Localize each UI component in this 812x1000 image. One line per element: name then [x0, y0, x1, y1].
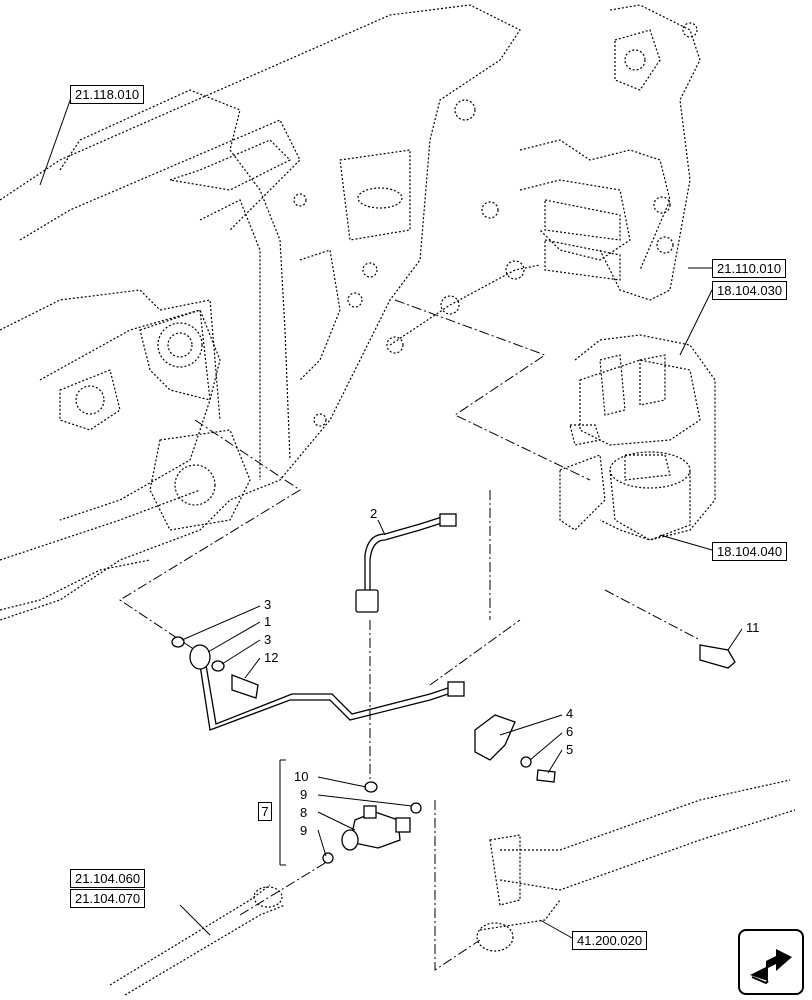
callout-9-bottom: 9	[300, 823, 308, 838]
banjo-bolt-12	[231, 674, 259, 699]
callout-12: 12	[264, 650, 279, 665]
ref-18-104-030[interactable]: 18.104.030	[712, 281, 788, 300]
bolt-11	[699, 644, 736, 669]
pipe-2-nut	[355, 589, 379, 613]
callout-6: 6	[566, 724, 574, 739]
transmission-housing	[0, 4, 541, 621]
centerline-right	[604, 589, 701, 641]
next-page-arrow-icon[interactable]	[738, 929, 804, 995]
pipe-2-outline	[364, 515, 446, 590]
o-ring-3-bottom	[211, 660, 225, 672]
ref-21-110-010[interactable]: 21.110.010	[712, 259, 787, 278]
centerline-left	[119, 419, 301, 651]
callout-3-bottom: 3	[264, 632, 272, 647]
lower-left-rod	[109, 884, 286, 996]
callout-1: 1	[264, 614, 272, 629]
ref-41-200-020[interactable]: 41.200.020	[572, 931, 648, 950]
centerline-bottom	[434, 800, 481, 971]
callout-5: 5	[566, 742, 574, 757]
ref-21-104-060[interactable]: 21.104.060	[70, 869, 146, 888]
t-fitting-right-port	[395, 817, 411, 833]
main-pipe	[199, 664, 461, 731]
callout-2: 2	[370, 506, 378, 521]
arrow-icon	[750, 949, 792, 985]
banjo-fitting-1	[189, 644, 211, 670]
washer-6	[520, 756, 532, 768]
lower-right-tube	[476, 779, 796, 952]
callout-9-top: 9	[300, 787, 308, 802]
ref-21-104-070[interactable]: 21.104.070	[70, 889, 146, 908]
centerline-top	[394, 299, 591, 481]
callout-11: 11	[746, 620, 760, 635]
centerline-mid	[429, 619, 521, 686]
hydraulic-filter-assembly	[559, 334, 716, 541]
main-pipe-fitting	[447, 681, 465, 697]
centerline-lower-left	[239, 859, 331, 916]
callout-8: 8	[300, 805, 308, 820]
screw-5	[536, 769, 556, 783]
pipe-2-fitting	[439, 513, 457, 527]
t-fitting-top-port	[363, 805, 377, 819]
main-pipe-outline	[205, 664, 461, 725]
o-ring-9-left	[322, 852, 334, 864]
o-ring-3-top	[171, 636, 185, 648]
callout-10: 10	[294, 769, 309, 784]
callout-4: 4	[566, 706, 574, 721]
callout-3-top: 3	[264, 597, 272, 612]
pipe-2	[369, 521, 446, 590]
rear-frame-bracket	[519, 4, 701, 301]
o-ring-10	[364, 781, 378, 793]
ref-21-118-010[interactable]: 21.118.010	[70, 85, 145, 104]
o-ring-9-right	[410, 802, 422, 814]
t-fitting-left-port	[341, 829, 359, 851]
clip-4	[474, 714, 516, 761]
group-label-7: 7	[258, 802, 272, 821]
ref-18-104-040[interactable]: 18.104.040	[712, 542, 788, 561]
